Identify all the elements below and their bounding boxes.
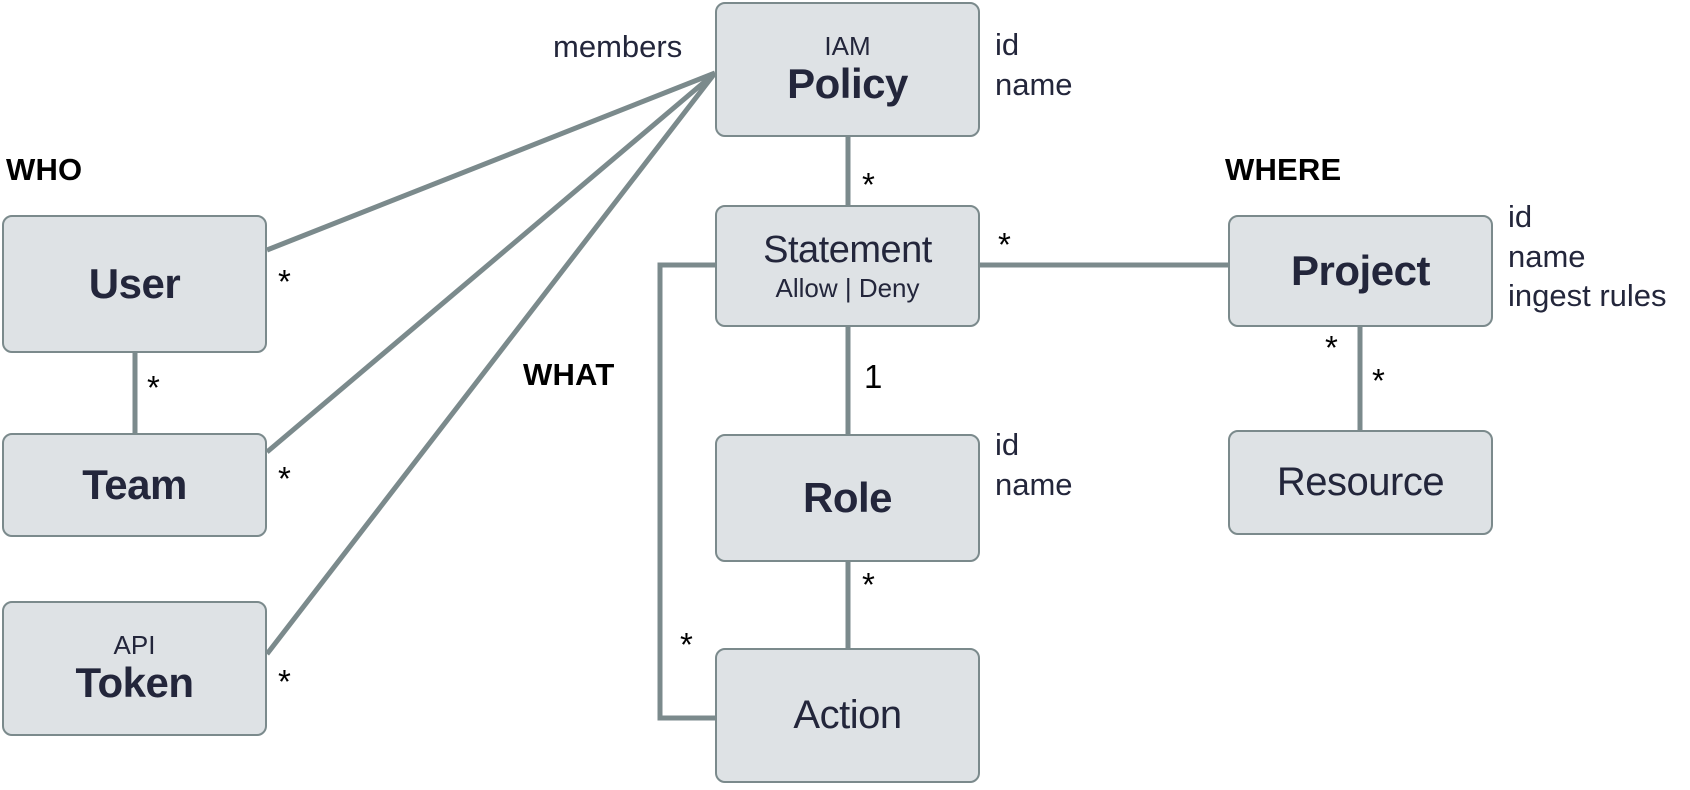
line-token-policy: [265, 71, 717, 656]
multiplicity-token-policy: *: [278, 663, 291, 700]
attribute-role-id: id: [995, 427, 1020, 462]
attribute-project-id: id: [1508, 199, 1533, 234]
entity-box-action[interactable]: Action: [715, 648, 980, 783]
entity-box-token[interactable]: API Token: [2, 601, 267, 736]
entity-title-user: User: [88, 260, 181, 308]
entity-box-role[interactable]: Role: [715, 434, 980, 562]
entity-box-statement[interactable]: Statement Allow | Deny: [715, 205, 980, 327]
entity-title-resource: Resource: [1276, 460, 1445, 505]
entity-box-team[interactable]: Team: [2, 433, 267, 537]
entity-title-role: Role: [802, 474, 893, 522]
line-team-policy: [265, 71, 717, 454]
entity-box-resource[interactable]: Resource: [1228, 430, 1493, 535]
entity-subtitle-token: API: [113, 629, 156, 660]
attribute-policy-name: name: [995, 66, 1073, 102]
multiplicity-role-action: *: [862, 566, 875, 603]
attribute-project-ingest-rules: ingest rules: [1508, 278, 1667, 314]
entity-attributes-role: id name: [995, 425, 1073, 504]
attribute-policy-id: id: [995, 27, 1020, 62]
entity-title-token: Token: [75, 659, 194, 707]
multiplicity-team-policy: *: [278, 460, 291, 497]
entity-title-action: Action: [793, 693, 902, 738]
group-label-what: WHAT: [523, 357, 615, 392]
group-label-where: WHERE: [1225, 152, 1342, 187]
entity-box-project[interactable]: Project: [1228, 215, 1493, 327]
entity-title-team: Team: [82, 461, 187, 509]
line-user-policy: [266, 70, 716, 253]
multiplicity-statement-role: 1: [864, 358, 883, 395]
multiplicity-user-policy: *: [278, 263, 291, 300]
entity-subtitle-policy: IAM: [824, 30, 871, 61]
entity-title-policy: Policy: [787, 60, 908, 108]
multiplicity-user-team: *: [147, 369, 160, 406]
entity-attributes-policy: id name: [995, 25, 1073, 104]
multiplicity-statement-project: *: [998, 226, 1011, 263]
multiplicity-policy-statement: *: [862, 166, 875, 203]
entity-attributes-project: id name ingest rules: [1508, 197, 1667, 316]
edge-label-members: members: [553, 29, 683, 64]
entity-box-user[interactable]: User: [2, 215, 267, 353]
entity-title-project: Project: [1291, 247, 1430, 295]
entity-box-policy[interactable]: IAM Policy: [715, 2, 980, 137]
line-statement-action: [657, 262, 715, 721]
multiplicity-project-resource-top: *: [1325, 329, 1338, 366]
group-label-who: WHO: [6, 152, 83, 187]
entity-caption-statement: Allow | Deny: [775, 272, 920, 303]
attribute-project-name: name: [1508, 238, 1586, 274]
multiplicity-project-resource-bottom: *: [1372, 362, 1385, 399]
entity-title-statement: Statement: [763, 229, 932, 272]
multiplicity-statement-action: *: [680, 626, 693, 663]
attribute-role-name: name: [995, 466, 1073, 502]
